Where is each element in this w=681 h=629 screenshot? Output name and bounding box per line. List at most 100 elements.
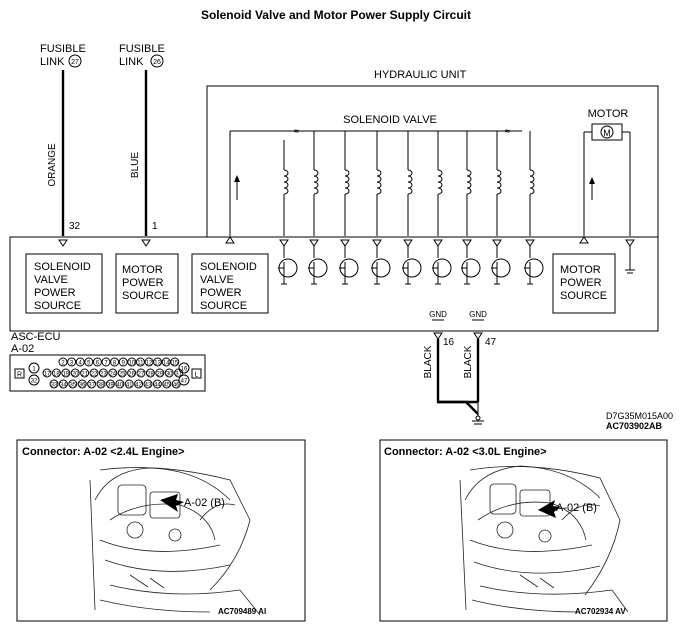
solenoid-driver-2	[308, 131, 328, 285]
svg-text:6: 6	[96, 360, 100, 366]
svg-text:46: 46	[173, 382, 180, 388]
svg-text:28: 28	[147, 371, 154, 377]
connector-pin-15: 15	[170, 357, 180, 367]
svg-text:38: 38	[98, 382, 105, 388]
wire-color-black-1: BLACK	[423, 345, 434, 378]
svg-text:31: 31	[175, 371, 182, 377]
connector-pin-40: 40	[115, 379, 125, 389]
connector-view-2-4l-code: AC709489 AI	[218, 607, 266, 616]
svg-text:19: 19	[62, 371, 69, 377]
ecu-box-3-line-1: SOLENOID	[200, 261, 257, 273]
svg-text:15: 15	[171, 360, 178, 366]
ecu-box-4-line-2: POWER	[560, 277, 602, 289]
solenoid-driver-1	[278, 140, 298, 285]
connector-pin-8: 8	[110, 357, 120, 367]
svg-text:9: 9	[122, 360, 126, 366]
connector-pin-36: 36	[77, 379, 87, 389]
solenoid-driver-4	[371, 131, 391, 285]
ecu-box-4-line-3: SOURCE	[560, 290, 607, 302]
connector-pin-9: 9	[118, 357, 128, 367]
svg-text:29: 29	[156, 371, 163, 377]
connector-pin-39: 39	[105, 379, 115, 389]
svg-text:47: 47	[181, 378, 188, 384]
ecu-box-3-line-2: VALVE	[200, 274, 234, 286]
diagram-code-2: AC703902AB	[606, 421, 663, 431]
connector-pin-19: 19	[61, 368, 71, 378]
svg-text:≈: ≈	[505, 126, 510, 136]
connector-pin-43: 43	[143, 379, 153, 389]
connector-pin-30: 30	[164, 368, 174, 378]
connector-pin-7: 7	[101, 357, 111, 367]
connector-pin-29: 29	[155, 368, 165, 378]
connector-pin-13: 13	[153, 357, 163, 367]
motor-label: MOTOR	[588, 108, 629, 120]
connector-pin-34: 34	[58, 379, 68, 389]
motor-symbol: M	[603, 128, 611, 138]
connector-callout-3-0l: A-02 (B)	[556, 502, 597, 514]
connector-pin-26: 26	[127, 368, 137, 378]
ecu-box-solenoid-supply-2: SOLENOID VALVE POWER SOURCE	[191, 253, 269, 314]
svg-text:36: 36	[79, 382, 86, 388]
svg-text:4: 4	[79, 360, 83, 366]
ecu-box-1-line-1: SOLENOID	[34, 261, 91, 273]
svg-text:30: 30	[166, 371, 173, 377]
solenoid-coils	[278, 131, 544, 285]
connector-view-3-0l: Connector: A-02 <3.0L Engine> A-02 (B) A…	[379, 439, 668, 622]
svg-text:R: R	[17, 372, 22, 379]
ecu-connector-id: A-02	[11, 343, 34, 355]
ecu-box-solenoid-supply-1: SOLENOID VALVE POWER SOURCE	[25, 253, 103, 314]
pin-32-label: 32	[69, 221, 81, 232]
pin-1-label: 1	[152, 221, 158, 232]
svg-text:34: 34	[60, 382, 67, 388]
fusible-link-27-label: FUSIBLE	[40, 43, 86, 55]
connector-pin-44: 44	[152, 379, 162, 389]
connector-view-3-0l-title: Connector: A-02 <3.0L Engine>	[384, 446, 547, 458]
ecu-box-1-line-3: POWER	[34, 287, 76, 299]
connector-tag-left: R	[14, 368, 25, 379]
svg-text:22: 22	[91, 371, 98, 377]
engine-bay-illustration-3-0l	[459, 465, 629, 613]
connector-view-2-4l-title: Connector: A-02 <2.4L Engine>	[22, 446, 185, 458]
engine-bay-illustration-2-4l	[89, 467, 261, 616]
ecu-box-2-line-1: MOTOR	[122, 264, 163, 276]
svg-text:27: 27	[138, 371, 145, 377]
connector-pin-27: 27	[136, 368, 146, 378]
svg-text:42: 42	[135, 382, 142, 388]
hydraulic-unit-label: HYDRAULIC UNIT	[374, 69, 467, 81]
wire-color-orange: ORANGE	[47, 143, 58, 187]
svg-text:37: 37	[88, 382, 95, 388]
solenoid-driver-7	[461, 131, 481, 285]
svg-text:14: 14	[163, 360, 170, 366]
ecu-name: ASC-ECU	[11, 331, 61, 343]
solenoid-valve-label: SOLENOID VALVE	[343, 114, 437, 126]
svg-text:8: 8	[113, 360, 117, 366]
connector-pin-21: 21	[80, 368, 90, 378]
svg-text:5: 5	[87, 360, 91, 366]
connector-pin-23: 23	[98, 368, 108, 378]
svg-text:12: 12	[146, 360, 153, 366]
svg-text:11: 11	[137, 360, 144, 366]
fusible-link-26-label: FUSIBLE	[119, 43, 165, 55]
connector-pin-42: 42	[134, 379, 144, 389]
svg-text:7: 7	[104, 360, 108, 366]
svg-text:35: 35	[69, 382, 76, 388]
svg-text:25: 25	[119, 371, 126, 377]
connector-pin-33: 33	[49, 379, 59, 389]
svg-text:24: 24	[109, 371, 116, 377]
connector-tag-right: L	[191, 368, 202, 379]
svg-text:23: 23	[100, 371, 107, 377]
diagram-code-1: D7G35M015A00	[606, 411, 673, 421]
ecu-box-4-line-1: MOTOR	[560, 264, 601, 276]
connector-pin-35: 35	[68, 379, 78, 389]
svg-text:26: 26	[128, 371, 135, 377]
connector-pin-37: 37	[87, 379, 97, 389]
connector-pin-45: 45	[162, 379, 172, 389]
ecu-box-motor-supply-2: MOTOR POWER SOURCE	[552, 253, 616, 314]
wire-color-black-2: BLACK	[463, 345, 474, 378]
connector-pin-2: 2	[58, 357, 68, 367]
connector-pin-24: 24	[108, 368, 118, 378]
svg-text:13: 13	[154, 360, 161, 366]
connector-pin-3: 3	[67, 357, 77, 367]
